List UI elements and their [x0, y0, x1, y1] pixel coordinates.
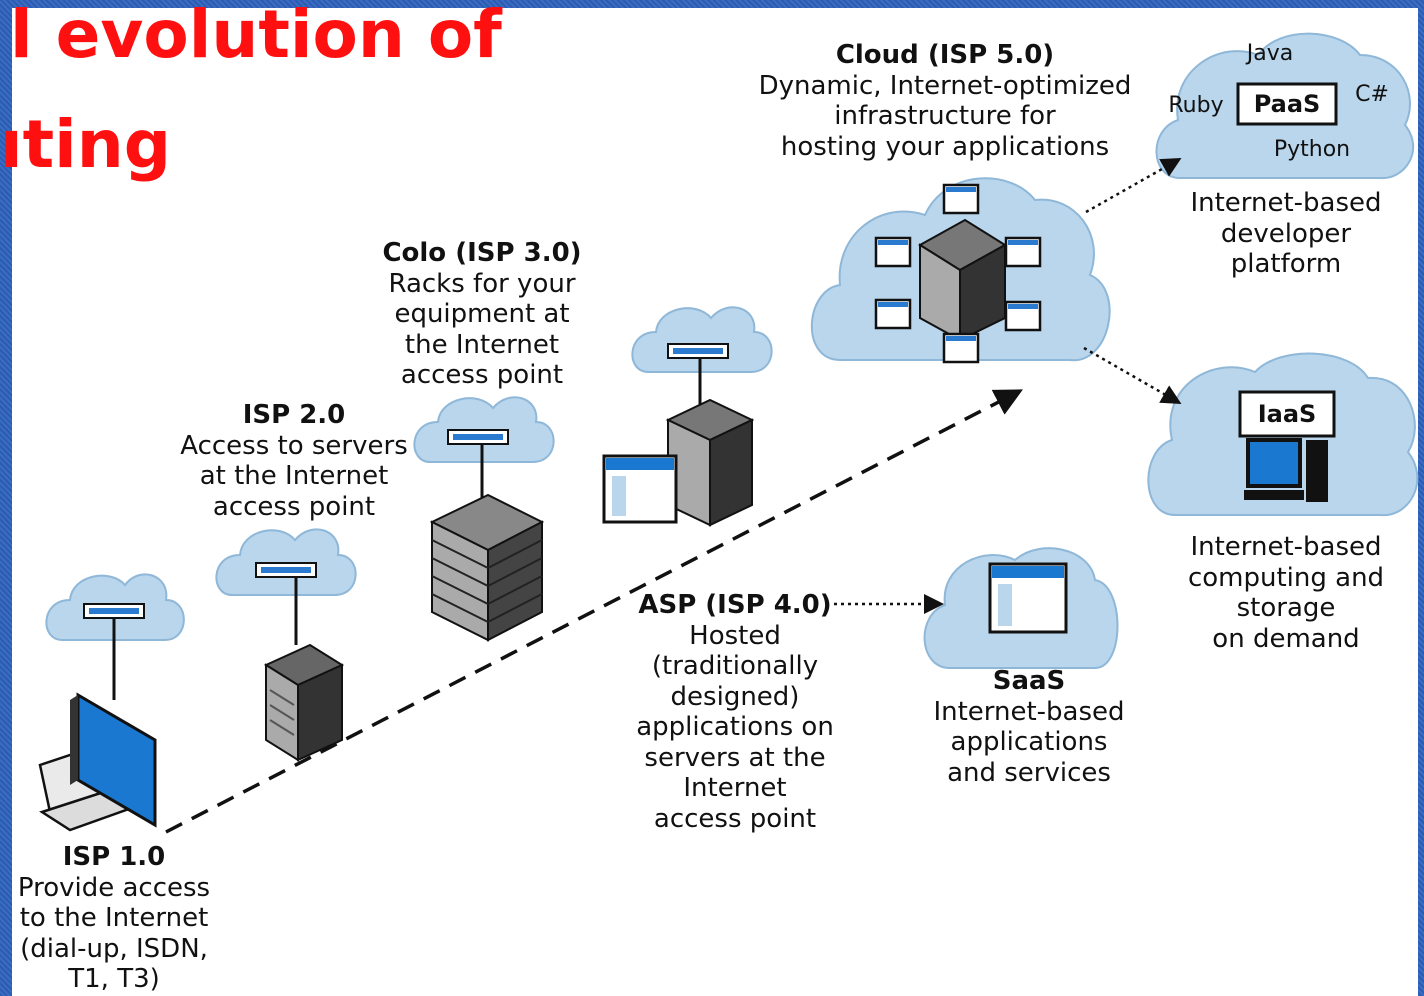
application-window-icon — [602, 454, 678, 524]
isp1-line: Provide access — [17, 872, 211, 903]
asp-line: Hosted — [689, 620, 781, 651]
iaas-line: storage — [1236, 593, 1336, 623]
isp2-line: at the Internet — [199, 461, 389, 491]
saas-label: SaaS Internet-based applications and ser… — [904, 666, 1154, 788]
iaas-computer-icon — [1244, 438, 1328, 502]
isp1-line: T1, T3) — [68, 964, 160, 994]
paas-line: developer — [1220, 218, 1352, 249]
app-window-icon — [1004, 300, 1042, 332]
iaas-badge: IaaS — [1238, 390, 1336, 438]
server-rack-icon — [429, 493, 545, 642]
cloud-server-icon — [918, 218, 1007, 342]
paas-line: Internet-based — [1190, 188, 1382, 218]
desktop-computer-icon — [38, 692, 157, 832]
isp2-line: Access to servers — [180, 430, 408, 461]
lang-ruby: Ruby — [1168, 93, 1223, 118]
saas-line: Internet-based — [933, 696, 1125, 727]
cloud-rack — [631, 306, 773, 373]
hosted-server-icon — [665, 398, 755, 527]
colo-line: access point — [400, 360, 564, 390]
cloud-line: hosting your applications — [780, 131, 1110, 162]
asp-line: servers at the — [644, 742, 826, 773]
paas-line: platform — [1230, 249, 1342, 279]
evolution-arrow — [165, 389, 1023, 834]
isp1-label: ISP 1.0 Provide access to the Internet (… — [2, 842, 226, 995]
paas-badge-label: PaaS — [1254, 90, 1321, 118]
colo-label: Colo (ISP 3.0) Racks for your equipment … — [362, 238, 602, 391]
cloud-line: Dynamic, Internet-optimized — [758, 70, 1132, 101]
isp2-label: ISP 2.0 Access to servers at the Interne… — [164, 400, 424, 522]
switch-icon — [447, 429, 509, 445]
switch-icon — [83, 603, 145, 619]
asp-line: access point — [653, 803, 817, 834]
saas-window-icon — [988, 562, 1068, 634]
iaas-line: Internet-based — [1190, 532, 1382, 562]
colo-line: Racks for your — [388, 268, 576, 299]
app-window-icon — [874, 236, 912, 268]
colo-line: equipment at — [394, 299, 570, 329]
asp-line: designed) — [670, 681, 800, 712]
tower-server-icon — [263, 643, 345, 762]
saas-line: applications — [950, 727, 1108, 757]
app-window-icon — [1004, 236, 1042, 268]
isp1-name: ISP 1.0 — [62, 842, 166, 872]
asp-line: Internet — [683, 773, 787, 803]
title-line-2: ıting — [0, 106, 172, 183]
colo-line: the Internet — [404, 329, 560, 360]
isp1-line: (dial-up, ISDN, — [20, 933, 208, 964]
app-window-icon — [942, 332, 980, 364]
isp2-name: ISP 2.0 — [242, 400, 346, 430]
asp-name: ASP (ISP 4.0) — [638, 590, 832, 620]
app-window-icon — [942, 183, 980, 215]
asp-line: applications on — [636, 712, 834, 742]
asp-line: (traditionally — [651, 651, 819, 681]
asp-label: ASP (ISP 4.0) Hosted (traditionally desi… — [610, 590, 860, 834]
cable-lines — [112, 358, 702, 700]
colo-name: Colo (ISP 3.0) — [382, 238, 582, 268]
switch-icon — [667, 343, 729, 359]
cloud-name: Cloud (ISP 5.0) — [835, 40, 1055, 70]
iaas-badge-label: IaaS — [1258, 400, 1317, 428]
paas-badge: PaaS — [1236, 82, 1338, 126]
cloud-label: Cloud (ISP 5.0) Dynamic, Internet-optimi… — [732, 40, 1158, 162]
iaas-description: Internet-based computing and storage on … — [1160, 532, 1412, 654]
cloud-line: infrastructure for — [834, 101, 1056, 131]
arrow-to-iaas — [1083, 346, 1182, 404]
iaas-line: on demand — [1212, 623, 1360, 654]
title-line-1: l evolution of — [10, 0, 502, 73]
app-window-icon — [874, 298, 912, 330]
isp2-line: access point — [212, 491, 376, 522]
iaas-line: computing and — [1187, 562, 1385, 593]
switch-icon — [255, 562, 317, 578]
lang-python: Python — [1274, 137, 1350, 162]
saas-name: SaaS — [992, 666, 1066, 696]
paas-description: Internet-based developer platform — [1166, 188, 1406, 280]
isp1-line: to the Internet — [19, 903, 209, 933]
lang-csharp: C# — [1355, 82, 1389, 107]
lang-java: Java — [1245, 41, 1293, 66]
saas-line: and services — [947, 757, 1111, 788]
